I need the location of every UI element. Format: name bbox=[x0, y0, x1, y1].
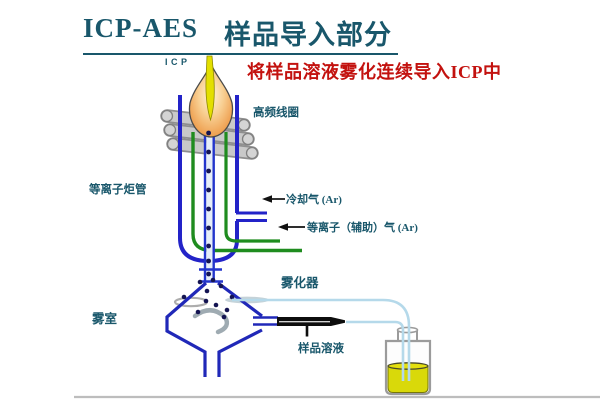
bottle-neck bbox=[396, 326, 419, 334]
cooling-gas-label: 冷却气 (Ar) bbox=[286, 194, 342, 206]
sample-solution-label: 样品溶液 bbox=[298, 343, 344, 355]
chamber-aerosol-dots bbox=[181, 277, 235, 320]
nebulizer-label: 雾化器 bbox=[281, 276, 319, 290]
coil-label: 高频线圈 bbox=[253, 107, 299, 119]
plasma-flame bbox=[188, 55, 234, 138]
flame-tail bbox=[205, 55, 215, 122]
cooling-gas-arrow bbox=[262, 195, 285, 203]
sample-capillary bbox=[232, 298, 411, 381]
icp-label: ICP bbox=[165, 57, 191, 67]
auxiliary-gas-arrow bbox=[278, 223, 305, 231]
mist-swirl bbox=[192, 308, 230, 335]
auxiliary-gas-label: 等离子（辅助）气 (Ar) bbox=[307, 222, 418, 234]
spray-chamber-label: 雾室 bbox=[92, 312, 118, 326]
spray-chamber bbox=[165, 277, 278, 377]
torch-label: 等离子炬管 bbox=[89, 184, 147, 196]
page-title: ICP-AES 样品导入部分 bbox=[83, 13, 399, 55]
aerosol-dots bbox=[206, 130, 212, 277]
nebulizer bbox=[277, 317, 345, 337]
subtitle-note: 将样品溶液雾化连续导入ICP中 bbox=[247, 62, 502, 82]
title-latin: ICP-AES bbox=[83, 13, 199, 43]
title-chinese: 样品导入部分 bbox=[224, 20, 393, 50]
